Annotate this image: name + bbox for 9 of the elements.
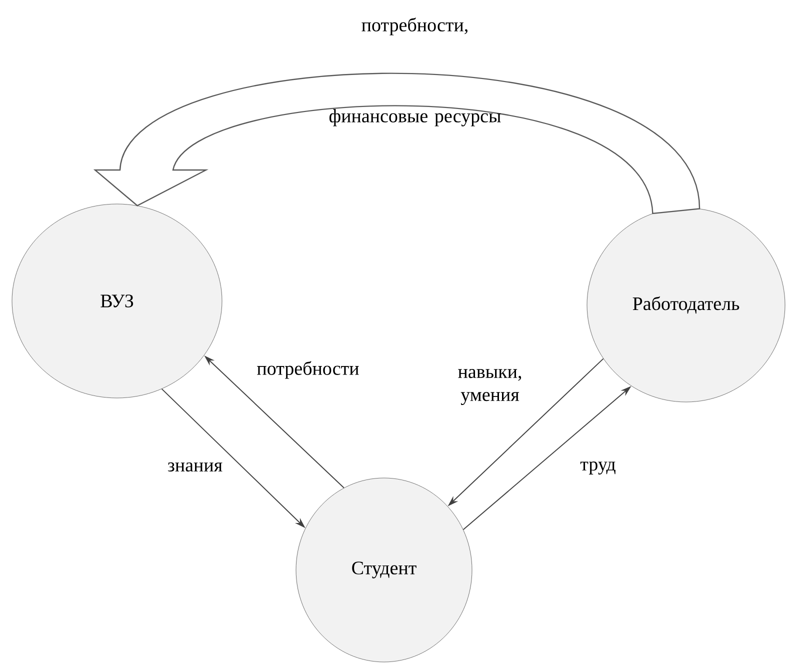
edge-label: труд (580, 461, 616, 474)
circle-node: ВУЗ (12, 204, 222, 398)
edge-label: потребности (257, 361, 359, 379)
edge-label: навыки, умения (458, 368, 522, 405)
circle-node: Студент (296, 478, 472, 662)
edge-label: знания (168, 462, 222, 472)
block-arrow (94, 72, 700, 214)
circle-node: Работодатель (586, 208, 786, 402)
edge-label: потребности, финансовые ресурсы (329, 18, 501, 126)
